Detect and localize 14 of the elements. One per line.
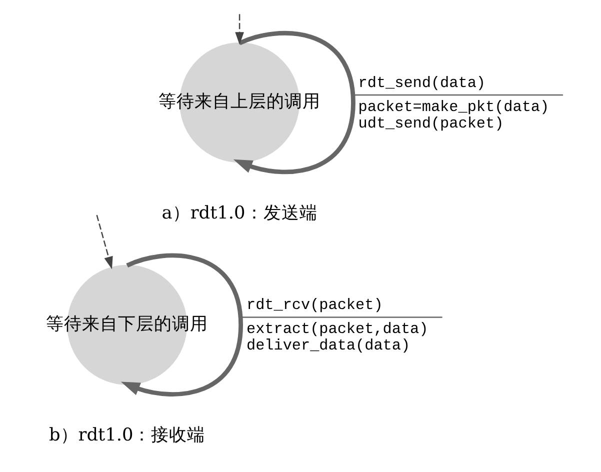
label: a）rdt1.0：发送端 <box>162 203 318 224</box>
arrow <box>120 253 244 396</box>
edge-label: rdt_rcv(packet) <box>246 296 383 314</box>
node-label: 等待来自上层的调用 <box>158 92 321 112</box>
edge-label: deliver_data(data) <box>246 336 410 355</box>
edge-label: rdt_send(data) <box>358 74 486 92</box>
edge-label: packet=make_pkt(data) <box>358 98 550 116</box>
arrow <box>235 14 244 45</box>
edge-label: extract(packet,data) <box>246 320 428 338</box>
label: b）rdt1.0：接收端 <box>48 426 206 446</box>
arrow <box>96 214 113 270</box>
edge-label: udt_send(packet) <box>358 114 504 132</box>
node-label: 等待来自下层的调用 <box>46 314 208 335</box>
arrow <box>233 30 356 174</box>
